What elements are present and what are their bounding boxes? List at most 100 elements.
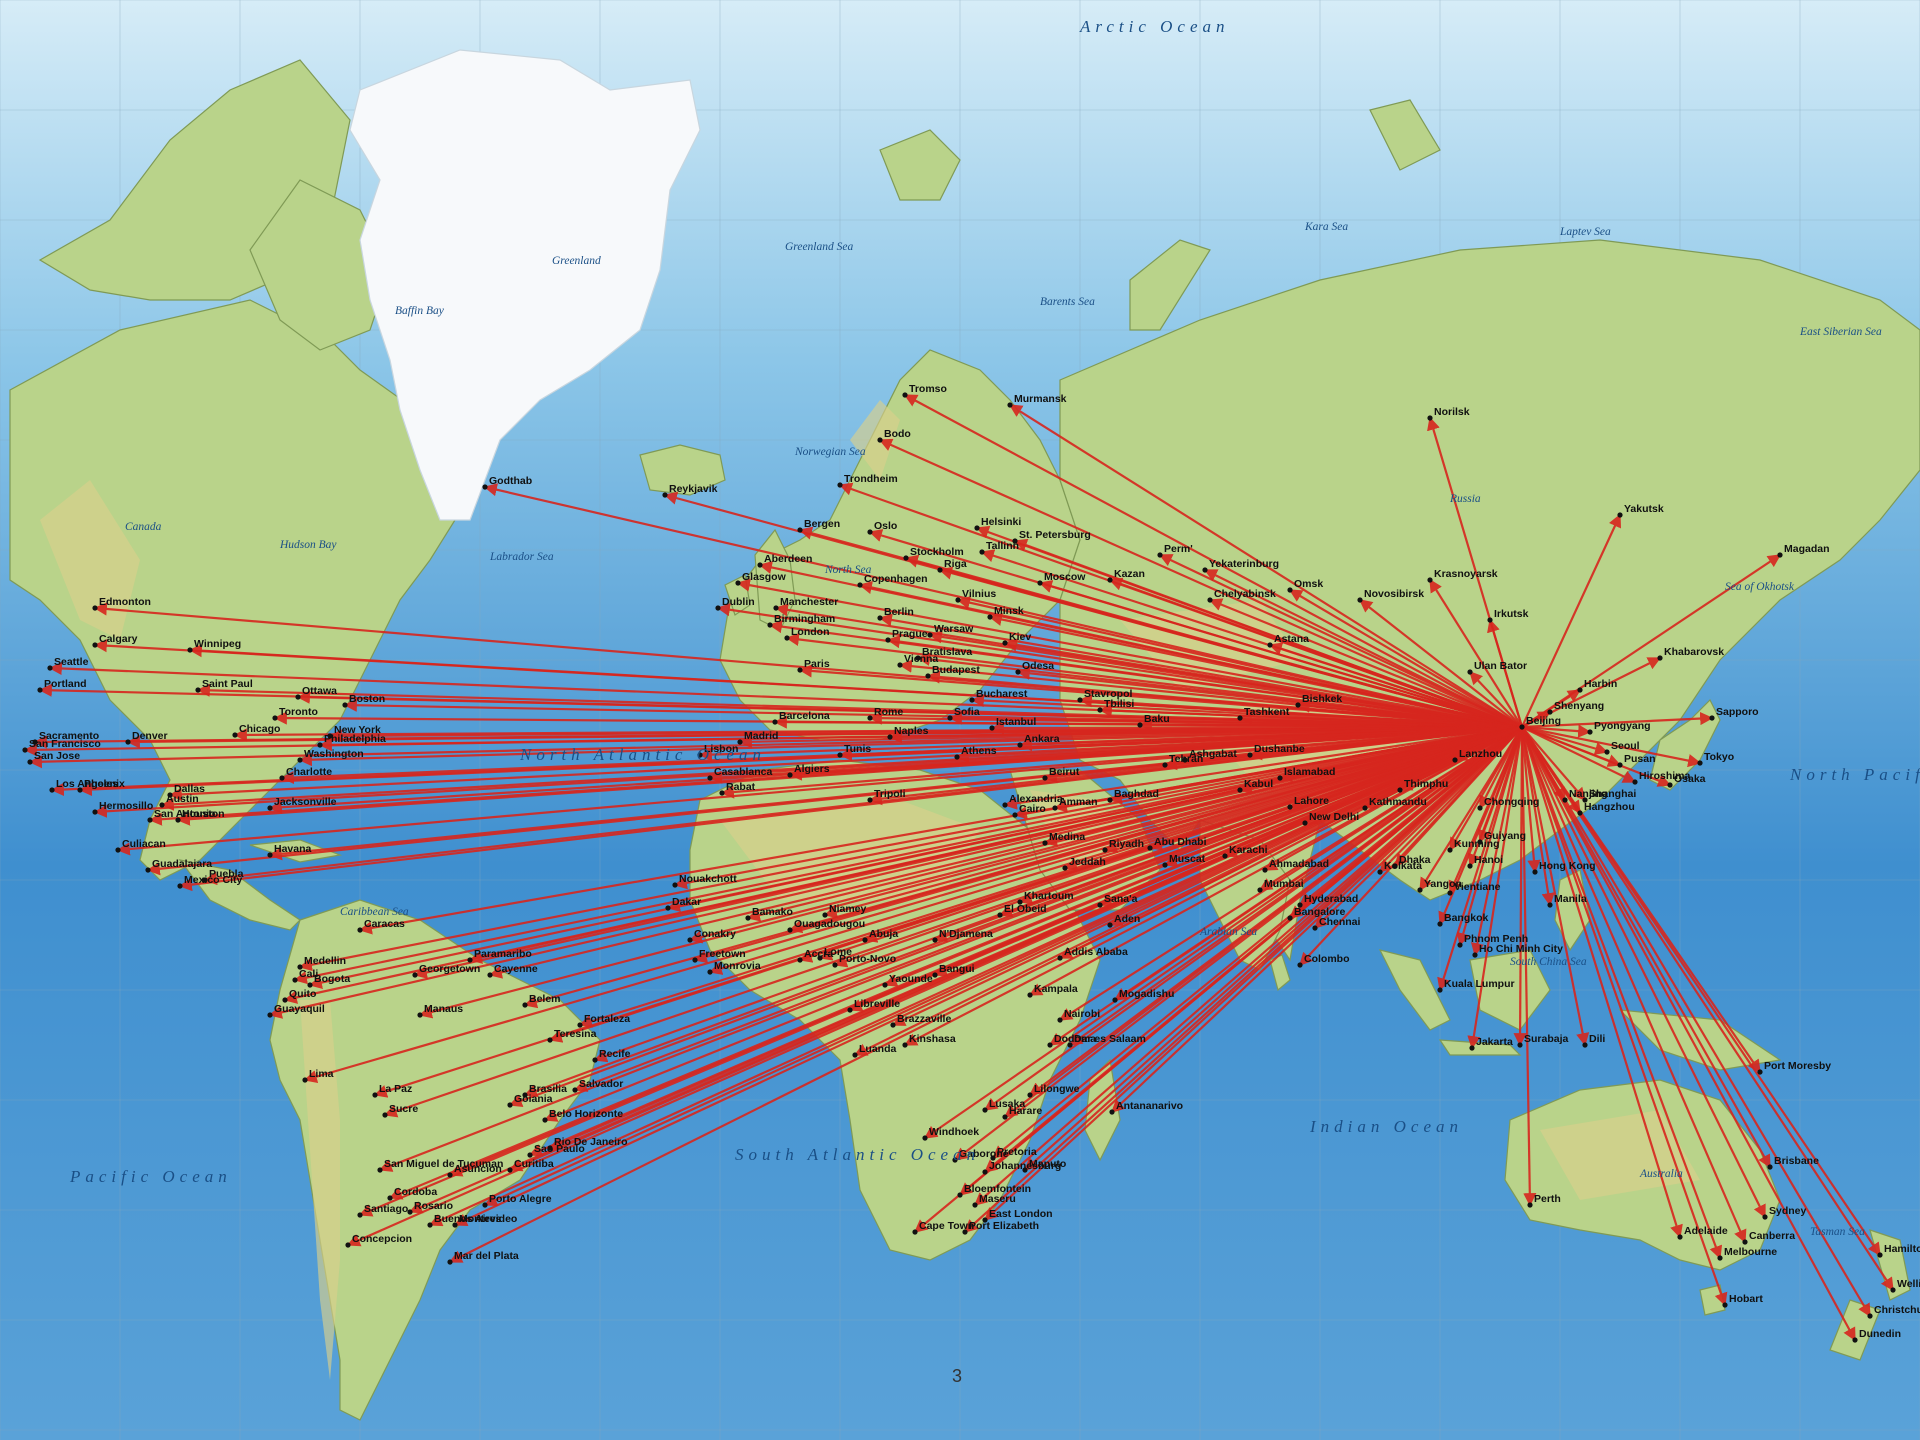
city-label: El Obeid — [1004, 903, 1047, 915]
city-dot — [735, 580, 741, 586]
city-label: London — [791, 626, 829, 638]
flight-route — [903, 394, 1523, 728]
city-label: Port Elizabeth — [969, 1220, 1039, 1232]
city-dot — [852, 1052, 858, 1058]
city-dot — [745, 915, 751, 921]
flight-route — [146, 725, 1523, 876]
city-dot — [542, 1117, 548, 1123]
city-dot — [932, 937, 938, 943]
city-label: Hyderabad — [1304, 893, 1358, 905]
city-label: Ankara — [1024, 733, 1060, 745]
city-label: New York — [334, 724, 381, 736]
city-label: Cairo — [1019, 803, 1046, 815]
city-label: Lome — [824, 946, 852, 958]
city-dot — [927, 632, 933, 638]
city-dot — [1677, 1234, 1683, 1240]
city-marker: Maseru — [972, 1193, 1016, 1208]
flight-route — [303, 725, 1523, 1084]
city-dot — [1587, 729, 1593, 735]
flight-route — [1521, 726, 1586, 801]
city-marker: Mexico City — [177, 874, 243, 889]
city-label: Surabaja — [1524, 1033, 1569, 1045]
flight-route — [23, 725, 1523, 757]
city-dot — [592, 1057, 598, 1063]
city-label: Bishkek — [1302, 693, 1342, 705]
city-label: Mumbai — [1264, 878, 1304, 890]
city-marker: Copenhagen — [857, 573, 928, 588]
city-dot — [1467, 669, 1473, 675]
city-marker: Rosario — [407, 1200, 453, 1215]
city-label: Pusan — [1624, 753, 1656, 765]
city-dot — [175, 817, 181, 823]
flight-route — [593, 725, 1523, 1063]
city-label: Phnom Penh — [1464, 933, 1528, 945]
city-marker: Asuncion — [447, 1163, 502, 1178]
city-dot — [1467, 863, 1473, 869]
city-dot — [1007, 402, 1013, 408]
flight-route — [1288, 589, 1523, 728]
flight-route — [483, 726, 1523, 1207]
city-label: Winnipeg — [194, 638, 241, 650]
city-marker: Helsinki — [974, 516, 1021, 531]
water-label-okhotsk: Sea of Okhotsk — [1725, 581, 1795, 593]
city-label: Oslo — [874, 520, 897, 532]
city-label: Dar es Salaam — [1074, 1033, 1146, 1045]
city-marker: Ho Chi Minh City — [1472, 943, 1563, 958]
city-dot — [267, 1012, 273, 1018]
city-dot — [1517, 1042, 1523, 1048]
city-dot — [417, 1012, 423, 1018]
city-marker: Conakry — [687, 928, 736, 943]
flight-route — [116, 725, 1523, 856]
city-label: Harare — [1009, 1105, 1042, 1117]
city-dot — [92, 642, 98, 648]
page-number: 3 — [952, 1366, 962, 1386]
water-label-laptev: Laptev Sea — [1559, 226, 1611, 238]
city-marker: Bloemfontein — [957, 1183, 1031, 1198]
water-label-north-atlantic: North Atlantic Ocean — [519, 745, 766, 764]
city-marker: Hobart — [1722, 1293, 1763, 1308]
city-dot — [687, 937, 693, 943]
city-marker: Montevideo — [452, 1213, 517, 1228]
city-dot — [1527, 1202, 1533, 1208]
city-dot — [1182, 757, 1188, 763]
city-dot — [982, 1107, 988, 1113]
city-label: Saint Paul — [202, 678, 253, 690]
city-marker: Islamabad — [1277, 766, 1335, 781]
city-label: Nanjing — [1569, 788, 1608, 800]
flight-routes — [23, 394, 1894, 1342]
city-label: Chongqing — [1484, 796, 1539, 808]
city-marker: Seattle — [47, 656, 89, 671]
city-dot — [1022, 1167, 1028, 1173]
city-marker: Mar del Plata — [447, 1250, 519, 1265]
city-label: Madrid — [744, 730, 778, 742]
sahara — [720, 800, 980, 900]
city-label: Kinshasa — [909, 1033, 956, 1045]
city-dot — [279, 775, 285, 781]
city-marker: Guadalajara — [145, 858, 212, 873]
city-label: Chennai — [1319, 916, 1361, 928]
city-dot — [932, 972, 938, 978]
city-marker: Tokyo — [1697, 751, 1734, 766]
city-marker: San Miguel de Tucuman — [377, 1158, 503, 1173]
city-label: San Miguel de Tucuman — [384, 1158, 503, 1170]
city-marker: Karachi — [1222, 844, 1268, 859]
city-label: Recife — [599, 1048, 631, 1060]
flight-route — [1111, 726, 1523, 1113]
flight-route — [974, 726, 1523, 1206]
city-dot — [1867, 1313, 1873, 1319]
city-marker: Ankara — [1017, 733, 1060, 748]
city-label: Pyongyang — [1594, 720, 1651, 732]
flight-route — [168, 725, 1523, 801]
flight-route — [418, 725, 1523, 1019]
city-dot — [1427, 415, 1433, 421]
city-label: Austin — [166, 793, 199, 805]
city-label: Aden — [1114, 913, 1140, 925]
city-label: Hangzhou — [1584, 801, 1635, 813]
city-label: Paramaribo — [474, 948, 532, 960]
flight-route — [50, 725, 1523, 797]
city-label: Caracas — [364, 918, 405, 930]
city-label: Goiania — [514, 1093, 553, 1105]
city-label: Santiago — [364, 1203, 408, 1215]
city-label: Guadalajara — [152, 858, 212, 870]
city-label: Dushanbe — [1254, 743, 1305, 755]
